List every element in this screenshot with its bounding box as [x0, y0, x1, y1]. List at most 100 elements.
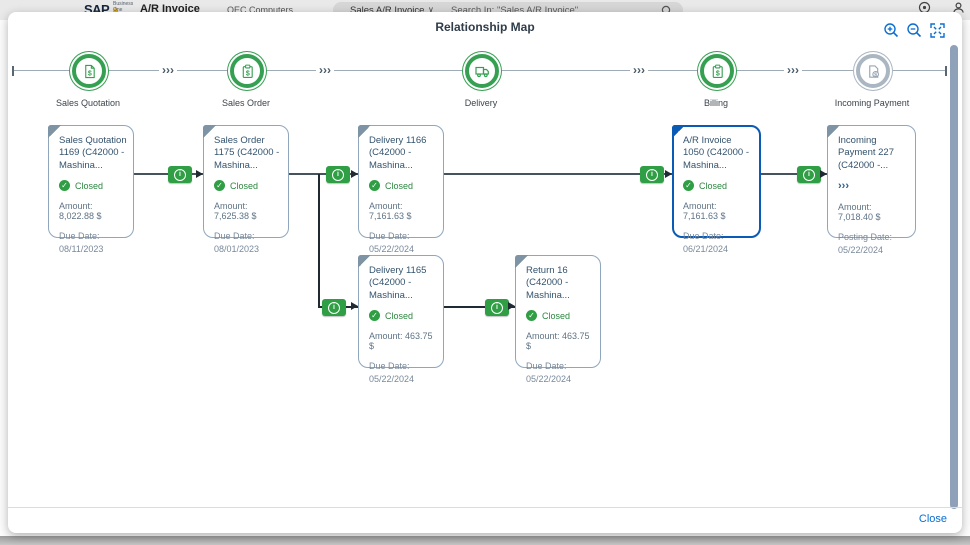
fit-to-screen-icon[interactable]	[929, 22, 946, 39]
doc-card-delivery-1166[interactable]: Delivery 1166 (C42000 - Mashina... ✓ Clos…	[358, 125, 444, 254]
sales-quotation-icon: $	[72, 54, 106, 88]
stage-label: Sales Quotation	[55, 98, 121, 108]
connector-line	[444, 306, 515, 308]
relationship-map-dialog: Relationship Map $ Sales Quotation $ Sal…	[8, 12, 962, 533]
folded-corner	[48, 125, 61, 138]
connector-line	[444, 173, 672, 175]
zoom-in-icon[interactable]	[883, 22, 900, 39]
status-label: Closed	[385, 180, 414, 191]
stage-chevron-icon: ›››	[784, 63, 802, 77]
doc-card-delivery-1165[interactable]: Delivery 1165 (C42000 - Mashina... ✓ Clos…	[358, 255, 444, 384]
dialog-title: Relationship Map	[435, 20, 535, 34]
sap-logo-subtitle: Business One	[113, 1, 134, 13]
status-label: Closed	[542, 310, 571, 321]
connector-line	[761, 173, 827, 175]
due-date-label: Due Date:06/21/2024	[683, 231, 729, 254]
info-badge[interactable]: i	[797, 166, 821, 183]
folded-corner	[827, 125, 840, 138]
close-button[interactable]: Close	[918, 513, 947, 525]
svg-text:$: $	[87, 70, 91, 77]
card-title: Sales Quotation 1169 (C42000 - Mashina..…	[59, 135, 127, 171]
delivery-truck-icon	[465, 54, 499, 88]
due-date-label: Due Date:08/01/2023	[214, 231, 260, 254]
doc-card-return-16[interactable]: Return 16 (C42000 - Mashina... ✓Closed A…	[515, 255, 601, 384]
billing-icon: $	[700, 54, 734, 88]
due-date-label: Due Date:05/22/2024	[369, 231, 415, 254]
closed-check-icon: ✓	[59, 180, 70, 192]
amount-label: Amount: 7,161.63 $	[683, 201, 726, 222]
doc-card-sales-order-1175[interactable]: Sales Order 1175 (C42000 - Mashina... ✓C…	[203, 125, 289, 254]
amount-label: Amount: 8,022.88 $	[59, 201, 102, 222]
closed-check-icon: ✓	[683, 180, 694, 192]
folded-corner	[515, 255, 528, 268]
amount-label: Amount: 7,625.38 $	[214, 201, 257, 222]
arrowhead-icon	[351, 302, 358, 310]
search-input[interactable]: Search In: "Sales A/R Invoice"	[451, 5, 579, 16]
vertical-scrollbar[interactable]	[950, 45, 958, 509]
chevron-down-icon[interactable]: ∨	[428, 5, 434, 14]
amount-label: Amount: 463.75 $	[526, 331, 590, 352]
status-label: Closed	[75, 180, 104, 191]
arrowhead-icon	[820, 170, 827, 178]
card-title: Delivery 1165 (C42000 - Mashina...	[369, 265, 427, 301]
arrowhead-icon	[508, 302, 515, 310]
status-label: Closed	[699, 180, 728, 191]
closed-check-icon: ✓	[369, 310, 380, 322]
info-badge[interactable]: i	[168, 166, 192, 183]
status-label: Closed	[230, 180, 259, 191]
amount-label: Amount: 7,018.40 $	[838, 202, 881, 223]
stage-label: Billing	[703, 98, 728, 108]
status-label: Closed	[385, 310, 414, 321]
doc-card-ar-invoice-1050[interactable]: A/R Invoice 1050 (C42000 - Mashina... ✓ C…	[672, 125, 761, 254]
svg-text:$: $	[715, 70, 719, 77]
card-title: Return 16 (C42000 - Mashina...	[526, 265, 570, 301]
amount-label: Amount: 463.75 $	[369, 331, 433, 352]
more-chevron-icon: ›››	[838, 180, 849, 193]
folded-corner	[358, 255, 371, 268]
map-toolbar	[883, 22, 946, 39]
dialog-footer: Close	[8, 507, 962, 533]
arrowhead-icon	[196, 170, 203, 178]
company-name: OEC Computers	[227, 5, 294, 15]
connector-line	[289, 173, 358, 175]
branch-connector-line	[318, 174, 320, 307]
due-date-label: Due Date:05/22/2024	[369, 361, 415, 384]
stage-delivery	[460, 49, 504, 93]
amount-label: Amount: 7,161.63 $	[369, 201, 412, 222]
due-date-label: Due Date:05/22/2024	[526, 361, 572, 384]
folded-corner	[203, 125, 216, 138]
stage-chevron-icon: ›››	[316, 63, 334, 77]
folded-corner	[358, 125, 371, 138]
svg-text:$: $	[245, 70, 249, 77]
info-badge[interactable]: i	[640, 166, 664, 183]
closed-check-icon: ✓	[369, 180, 380, 192]
stage-chevron-icon: ›››	[159, 63, 177, 77]
context-selector[interactable]: Sales A/R Invoice	[350, 5, 425, 16]
arrowhead-icon	[665, 170, 672, 178]
posting-date-label: Posting Date:05/22/2024	[838, 232, 893, 255]
info-badge[interactable]: i	[322, 299, 346, 316]
card-title: Incoming Payment 227 (C42000 -...	[838, 135, 894, 171]
card-title: Delivery 1166 (C42000 - Mashina...	[369, 135, 427, 171]
card-title: Sales Order 1175 (C42000 - Mashina...	[214, 135, 280, 171]
due-date-label: Due Date:08/11/2023	[59, 231, 104, 254]
stage-incoming-payment: $	[851, 49, 895, 93]
stage-label: Delivery	[464, 98, 498, 108]
zoom-out-icon[interactable]	[906, 22, 923, 39]
card-title: A/R Invoice 1050 (C42000 - Mashina...	[683, 135, 750, 171]
folded-corner	[672, 125, 685, 138]
info-badge[interactable]: i	[326, 166, 350, 183]
stage-sales-quotation: $	[67, 49, 111, 93]
stage-axis-start-tick	[12, 66, 14, 76]
taskbar-strip	[0, 536, 970, 545]
stage-axis-end-tick	[945, 66, 947, 76]
incoming-payment-icon: $	[856, 54, 890, 88]
info-badge[interactable]: i	[485, 299, 509, 316]
doc-card-sales-quotation-1169[interactable]: Sales Quotation 1169 (C42000 - Mashina..…	[48, 125, 134, 254]
stage-label: Incoming Payment	[834, 98, 910, 108]
stage-billing: $	[695, 49, 739, 93]
stage-sales-order: $	[225, 49, 269, 93]
user-avatar-icon[interactable]	[952, 1, 965, 19]
doc-card-incoming-payment-227[interactable]: Incoming Payment 227 (C42000 -... ››› Am…	[827, 125, 916, 255]
svg-text:$: $	[874, 72, 878, 78]
